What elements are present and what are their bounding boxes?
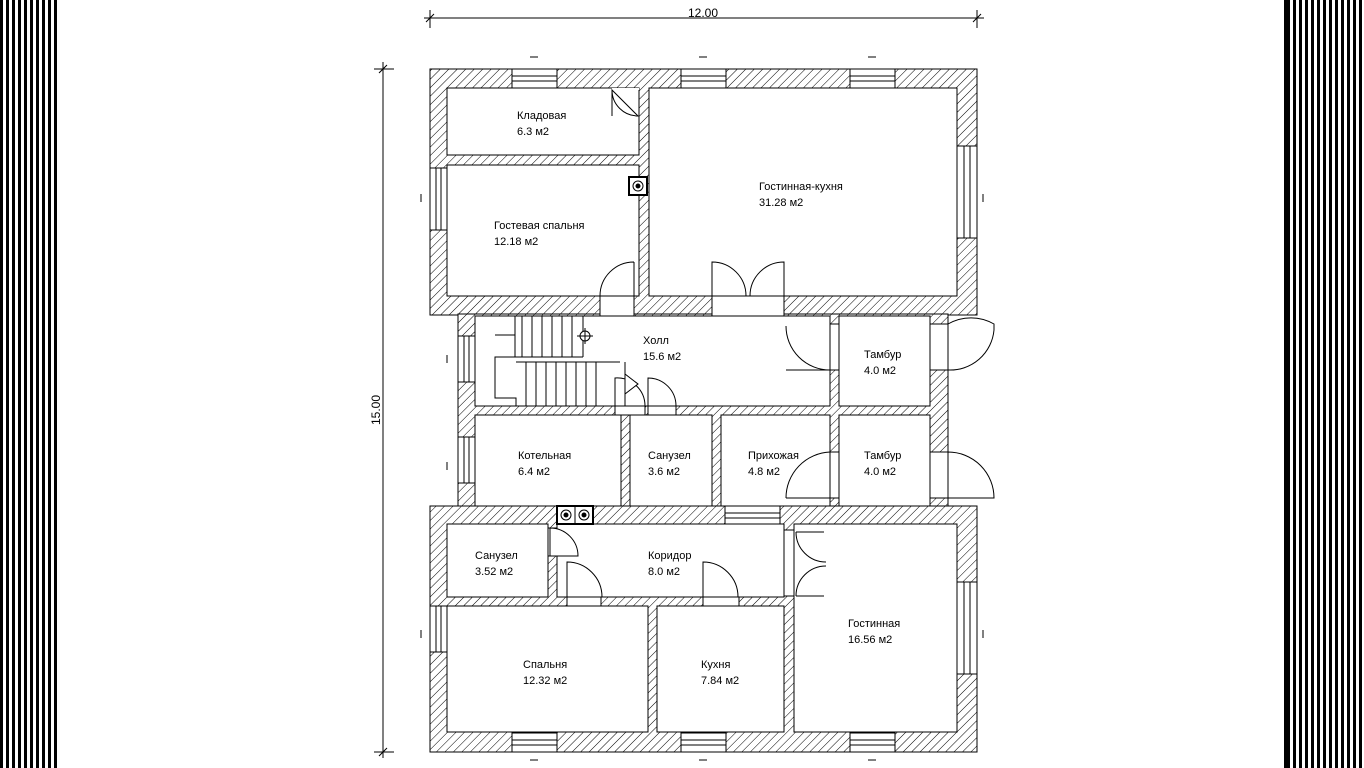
left-border-line [55,0,57,768]
room-name-tambur-2: Тамбур [864,450,901,462]
dimension-width [424,10,984,28]
room-name-koridor: Коридор [648,550,691,562]
room-name-kladovaya: Кладовая [517,110,566,122]
room-name-prihozhaya: Прихожая [748,450,799,462]
room-area-spalnya: 12.32 м2 [523,675,567,687]
room-holl [474,315,831,407]
room-name-tambur-1: Тамбур [864,349,901,361]
room-area-kladovaya: 6.3 м2 [517,126,549,138]
room-name-holl: Холл [643,335,669,347]
left-border [0,0,56,768]
room-name-kotelnaya: Котельная [518,450,571,462]
room-area-tambur-1: 4.0 м2 [864,365,896,377]
room-area-sanuzel-2: 3.52 м2 [475,566,513,578]
room-name-gostinnaya: Гостинная [848,618,900,630]
dimension-height-label: 15.00 [369,395,383,425]
window-ticks [420,56,984,761]
room-sanuzel-1 [629,414,713,507]
room-gostevaya-spalnya [446,164,640,297]
room-tambur-1 [838,315,931,407]
room-area-prihozhaya: 4.8 м2 [748,466,780,478]
room-tambur-2 [838,414,931,507]
room-kladovaya [446,87,640,156]
room-area-sanuzel-1: 3.6 м2 [648,466,680,478]
room-area-kotelnaya: 6.4 м2 [518,466,550,478]
room-area-holl: 15.6 м2 [643,351,681,363]
room-name-sanuzel-2: Санузел [475,550,518,562]
room-kuhnya [656,605,785,733]
room-area-gostevaya-spalnya: 12.18 м2 [494,236,538,248]
room-gostinnaya [793,523,958,733]
room-koridor [556,523,785,598]
room-name-sanuzel-1: Санузел [648,450,691,462]
room-sanuzel-2 [446,523,549,598]
room-spalnya [446,605,649,733]
room-labels: Кладовая 6.3 м2 Гостинная-кухня 31.28 м2… [475,110,901,687]
room-name-gostinnaya-kuhnya: Гостинная-кухня [759,181,843,193]
room-area-kuhnya: 7.84 м2 [701,675,739,687]
room-name-gostevaya-spalnya: Гостевая спальня [494,220,585,232]
room-gostinnaya-kuhnya [648,87,958,297]
windows [429,68,978,753]
room-interiors [446,87,958,733]
vent-blocks [556,176,648,525]
room-name-kuhnya: Кухня [701,659,730,671]
room-area-tambur-2: 4.0 м2 [864,466,896,478]
room-area-gostinnaya-kuhnya: 31.28 м2 [759,197,803,209]
room-area-gostinnaya: 16.56 м2 [848,634,892,646]
right-border-line [1284,0,1287,768]
right-border [1286,0,1364,768]
dimension-height [374,62,394,758]
room-area-koridor: 8.0 м2 [648,566,680,578]
doors [547,88,995,607]
dimension-width-label: 12.00 [688,6,718,20]
stairs [494,316,639,406]
room-kotelnaya [474,414,622,507]
room-name-spalnya: Спальня [523,659,567,671]
